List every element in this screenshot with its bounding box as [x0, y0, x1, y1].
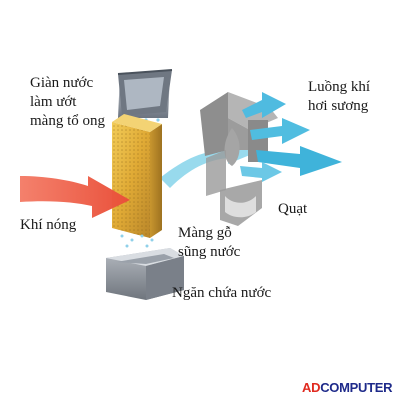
water-drops-bottom [120, 234, 154, 248]
wet-pad-label-line-2: sũng nước [178, 244, 241, 260]
water-distributor-label-line-1: Giàn nước [30, 75, 94, 91]
logo-part-ad: AD [302, 380, 321, 395]
wet-honeycomb-pad [112, 114, 162, 238]
wet-pad-label-line-1: Màng gỗ [178, 225, 232, 241]
water-tray [106, 248, 184, 300]
cool-air-label-line-1: Luồng khí [308, 79, 371, 95]
fan-label: Quạt [278, 201, 308, 217]
cool-air-label: Luồng khí hơi sương [308, 78, 370, 116]
hot-air-label: Khí nóng [20, 217, 77, 233]
cool-air-arrows [240, 92, 342, 182]
adcomputer-logo: ADCOMPUTER [302, 380, 392, 395]
water-distributor-label: Giàn nước làm ướt màng tổ ong [30, 74, 105, 131]
water-distributor-trough [117, 69, 173, 118]
hot-air-arrow [20, 176, 130, 218]
water-tray-label: Ngăn chứa nước [172, 285, 272, 301]
water-distributor-label-line-2: làm ướt [30, 94, 77, 110]
cool-air-label-line-2: hơi sương [308, 98, 369, 114]
wet-pad-label: Màng gỗ sũng nước [178, 224, 240, 262]
water-distributor-label-line-3: màng tổ ong [30, 113, 105, 129]
logo-part-computer: COMPUTER [320, 380, 393, 395]
